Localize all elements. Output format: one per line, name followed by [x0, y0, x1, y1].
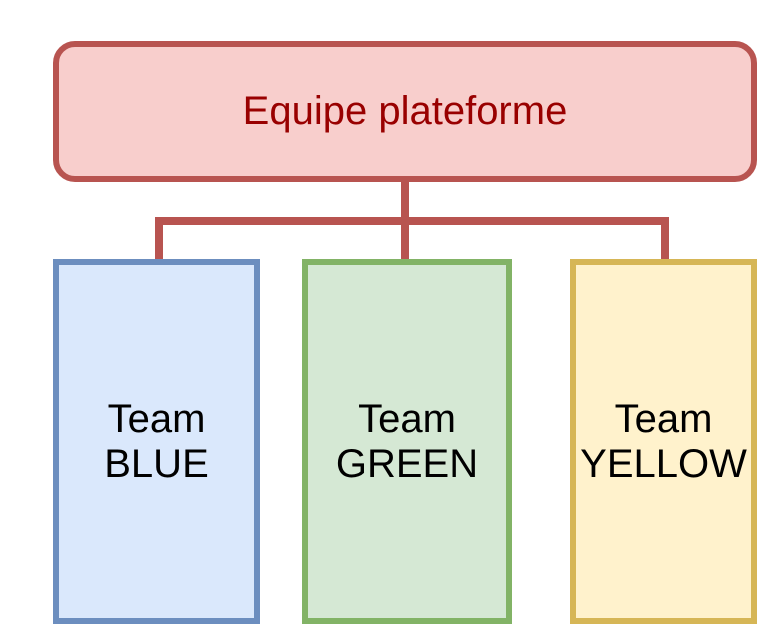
connector-drop-team-blue: [155, 217, 163, 262]
connector-horizontal-bus: [155, 217, 669, 225]
node-team-yellow-label: Team YELLOW: [580, 396, 747, 486]
node-team-blue: Team BLUE: [53, 259, 260, 624]
node-team-yellow: Team YELLOW: [570, 259, 757, 624]
node-equipe-plateforme: Equipe plateforme: [53, 41, 757, 182]
node-team-green-label: Team GREEN: [335, 396, 479, 486]
node-team-green: Team GREEN: [302, 259, 512, 624]
connector-drop-team-yellow: [661, 217, 669, 262]
node-team-blue-label: Team BLUE: [104, 396, 209, 486]
node-equipe-plateforme-label: Equipe plateforme: [242, 89, 568, 134]
